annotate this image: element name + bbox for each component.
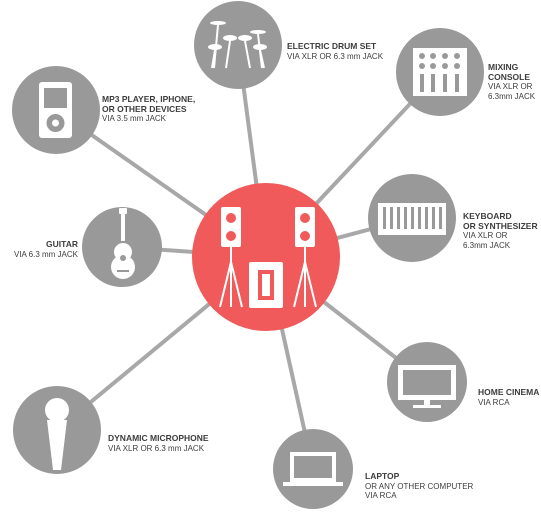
node-title: HOME CINEMA	[478, 387, 540, 397]
node-keyboard	[368, 174, 456, 262]
node-subtitle: VIA RCA	[478, 397, 510, 407]
node-subtitle: OR ANY OTHER COMPUTER	[365, 481, 474, 491]
mp3-player-icon	[39, 82, 72, 138]
node-subtitle-2: 6.3mm JACK	[488, 91, 536, 101]
node-subtitle: VIA 3.5 mm JACK	[102, 114, 167, 123]
node-mixer	[396, 28, 484, 116]
central-speaker-system	[192, 183, 340, 331]
node-subtitle-2: 6.3mm JACK	[463, 240, 511, 250]
node-subtitle: VIA XLR OR 6.3 mm JACK	[108, 443, 205, 453]
speaker-system-icon	[219, 207, 317, 308]
node-mp3	[12, 66, 100, 154]
label-keyboard: KEYBOARD OR SYNTHESIZER VIA XLR OR 6.3mm…	[463, 211, 538, 250]
node-drum	[194, 1, 282, 89]
node-mic	[13, 386, 101, 474]
node-subtitle: VIA XLR OR	[463, 231, 508, 240]
label-mixer: MIXING CONSOLE VIA XLR OR 6.3mm JACK	[488, 62, 536, 101]
label-laptop: LAPTOP OR ANY OTHER COMPUTER VIA RCA	[365, 471, 474, 501]
node-title-2: CONSOLE	[488, 71, 531, 82]
drum-kit-icon	[208, 21, 267, 69]
node-cinema	[387, 342, 467, 422]
node-title: KEYBOARD	[463, 211, 512, 221]
node-subtitle: VIA XLR OR	[488, 82, 533, 91]
node-subtitle: VIA XLR OR 6.3 mm JACK	[287, 51, 384, 61]
microphone-icon	[45, 398, 69, 470]
node-subtitle: VIA 6.3 mm JACK	[13, 249, 78, 259]
node-title: MIXING	[488, 62, 519, 72]
guitar-icon	[111, 208, 135, 279]
mixer-icon	[413, 48, 467, 96]
node-title: LAPTOP	[365, 471, 400, 481]
label-guitar: GUITAR VIA 6.3 mm JACK	[0, 239, 78, 259]
label-drum: ELECTRIC DRUM SET VIA XLR OR 6.3 mm JACK	[287, 41, 384, 61]
label-cinema: HOME CINEMA VIA RCA	[478, 387, 540, 407]
node-title: ELECTRIC DRUM SET	[287, 41, 377, 51]
node-title: DYNAMIC MICROPHONE	[108, 433, 209, 443]
node-subtitle-2: VIA RCA	[365, 491, 397, 500]
node-title-2: OR SYNTHESIZER	[463, 220, 538, 231]
label-mic: DYNAMIC MICROPHONE VIA XLR OR 6.3 mm JAC…	[108, 433, 209, 453]
node-laptop	[273, 429, 353, 509]
node-guitar	[82, 207, 162, 287]
laptop-icon	[283, 452, 343, 486]
node-title-2: OR OTHER DEVICES	[102, 103, 187, 114]
label-mp3: MP3 PLAYER, IPHONE, OR OTHER DEVICES VIA…	[102, 94, 196, 124]
keyboard-icon	[378, 203, 446, 235]
monitor-icon	[398, 365, 456, 408]
node-title: MP3 PLAYER, IPHONE,	[102, 94, 196, 104]
node-title: GUITAR	[46, 239, 78, 249]
